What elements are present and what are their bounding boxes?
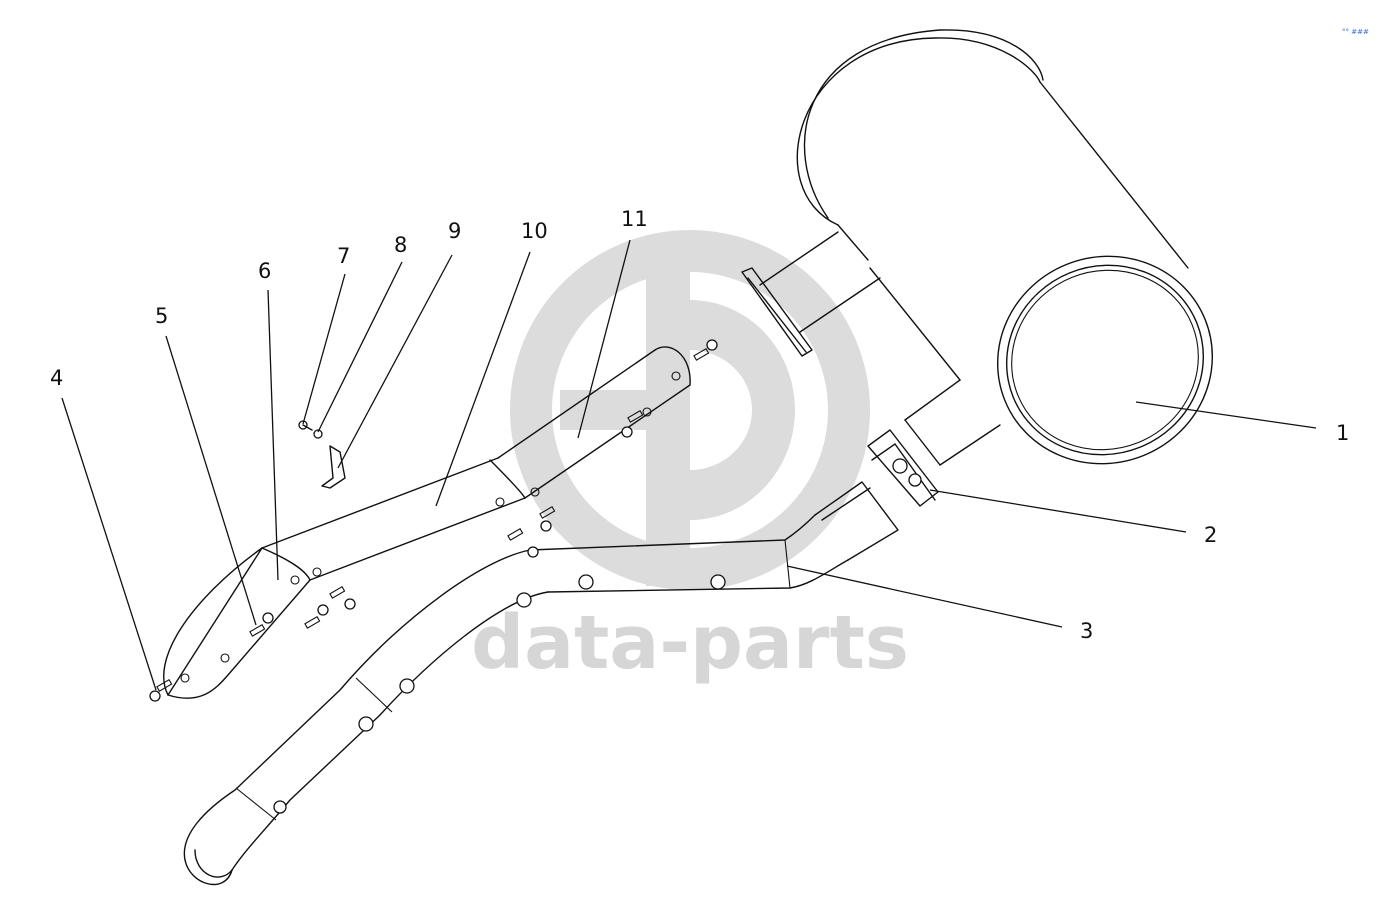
callout-6: 6 [258,259,271,283]
data-parts-logo [510,230,870,590]
callout-8: 8 [394,233,407,257]
leader-lines [61,239,1317,691]
callout-labels: 1 2 3 4 5 6 7 8 9 10 11 [50,207,1349,643]
hardware [149,339,718,702]
callout-5: 5 [155,304,168,328]
callout-2: 2 [1204,523,1217,547]
exhaust-pipe [183,481,899,886]
callout-10: 10 [521,219,548,243]
clamp [867,419,941,507]
callout-3: 3 [1080,619,1093,643]
corner-mark: °° ### [1342,28,1369,36]
callout-1: 1 [1336,421,1349,445]
muffler [741,29,1214,466]
callout-4: 4 [50,366,63,390]
callout-11: 11 [621,207,648,231]
heat-shields [163,346,691,699]
callout-7: 7 [337,244,350,268]
callout-9: 9 [448,219,461,243]
watermark-text: data-parts [471,600,909,686]
